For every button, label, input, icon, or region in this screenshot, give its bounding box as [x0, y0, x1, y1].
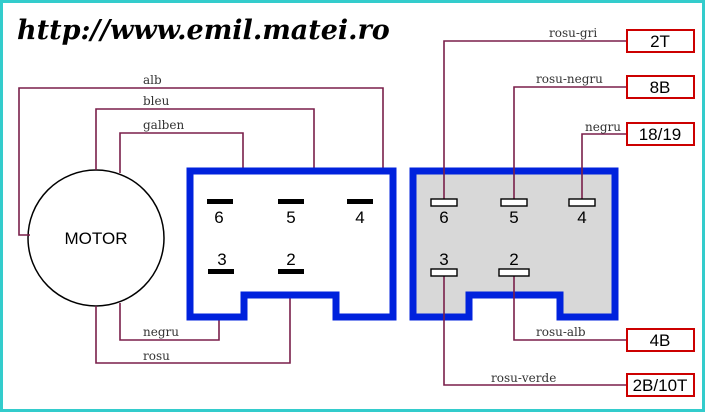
socket-pin-2-label: 2 — [509, 250, 518, 269]
terminal-box-18-19 — [626, 122, 695, 146]
wire-label-negru-motor: negru — [143, 325, 179, 339]
plug-pin-5-label: 5 — [286, 208, 295, 227]
wire-label-rosu-negru: rosu-negru — [536, 72, 603, 86]
wire-label-galben: galben — [143, 118, 184, 132]
motor-label: MOTOR — [65, 229, 128, 248]
terminal-box-8b — [626, 75, 695, 99]
page-title: http://www.emil.matei.ro — [17, 15, 390, 46]
wire-label-rosu-gri: rosu-gri — [549, 26, 597, 40]
terminal-box-2t — [626, 29, 695, 53]
wire-alb — [18, 87, 384, 236]
terminal-box-2b-10t — [626, 373, 695, 397]
wire-negru-terminal — [581, 133, 627, 200]
plug-pin-4-label: 4 — [355, 208, 364, 227]
wire-rosu-alb — [513, 275, 627, 341]
plug-pin-3 — [208, 269, 234, 274]
socket-pin-4 — [568, 198, 596, 207]
diagram-canvas: http://www.emil.matei.ro MOTOR alb bleu … — [17, 15, 695, 397]
terminal-label-18-19: 18/19 — [639, 125, 682, 144]
wire-label-alb: alb — [143, 73, 162, 87]
wire-rosu-negru — [513, 86, 627, 200]
wire-rosu-gri — [443, 40, 627, 200]
socket-pin-4-label: 4 — [577, 208, 586, 227]
plug-pin-4 — [347, 199, 373, 204]
socket-pin-5-label: 5 — [509, 208, 518, 227]
wire-rosu-verde — [443, 275, 627, 386]
wire-label-rosu-verde: rosu-verde — [491, 371, 556, 385]
socket-pin-3 — [430, 268, 458, 277]
wire-label-bleu: bleu — [143, 94, 170, 108]
plug-pin-2-label: 2 — [286, 250, 295, 269]
socket-connector-outline — [409, 167, 619, 321]
terminal-label-2b-10t: 2B/10T — [633, 376, 688, 395]
socket-pin-6-label: 6 — [439, 208, 448, 227]
terminal-box-4b — [626, 328, 695, 352]
socket-pin-3-label: 3 — [439, 250, 448, 269]
plug-pin-5 — [278, 199, 304, 204]
plug-pin-2 — [278, 269, 304, 274]
terminal-label-8b: 8B — [650, 78, 671, 97]
plug-connector-outline — [186, 167, 397, 321]
plug-pin-6 — [207, 199, 233, 204]
wire-rosu — [95, 271, 291, 364]
wire-label-rosu: rosu — [143, 349, 170, 363]
socket-pin-5 — [500, 198, 528, 207]
wire-bleu — [95, 108, 315, 201]
socket-pin-2 — [498, 268, 530, 277]
plug-pin-6-label: 6 — [214, 208, 223, 227]
wire-label-rosu-alb: rosu-alb — [536, 325, 586, 339]
terminal-label-4b: 4B — [650, 331, 671, 350]
terminal-label-2t: 2T — [650, 32, 670, 51]
plug-pin-3-label: 3 — [217, 250, 226, 269]
wire-label-negru-terminal: negru — [585, 120, 621, 134]
socket-pin-6 — [430, 198, 458, 207]
wire-galben — [119, 132, 244, 201]
